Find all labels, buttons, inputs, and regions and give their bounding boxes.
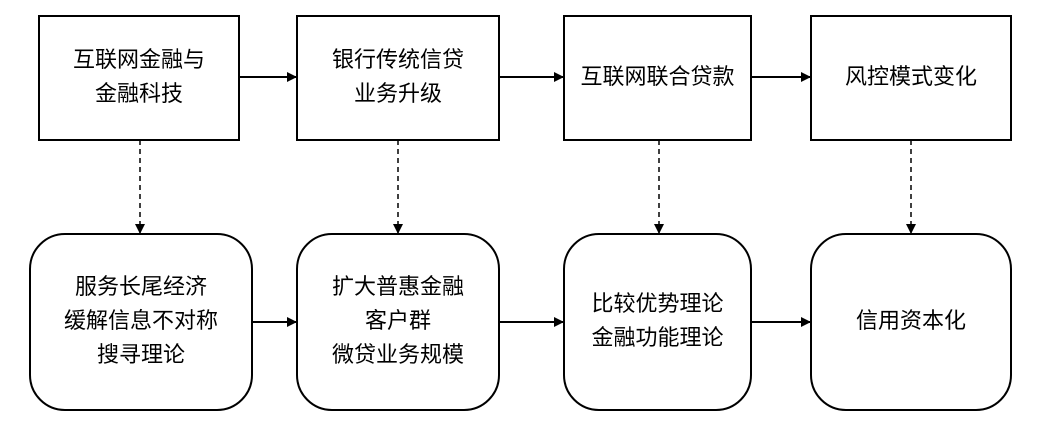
box-joint-loans: 互联网联合贷款 <box>563 15 752 141</box>
pill-inclusive-finance: 扩大普惠金融 客户群 微贷业务规模 <box>296 233 500 411</box>
box-joint-loans-line-1: 互联网联合贷款 <box>580 65 735 90</box>
box-bank-credit-upgrade-line-1: 银行传统信贷 <box>331 48 464 73</box>
pill-long-tail-economy-line-3: 搜寻理论 <box>96 343 185 368</box>
pill-long-tail-economy-line-2: 缓解信息不对称 <box>63 309 218 334</box>
box-internet-finance: 互联网金融与 金融科技 <box>38 15 240 141</box>
box-internet-finance-line-2: 金融科技 <box>94 82 183 107</box>
box-risk-control-change-line-1: 风控模式变化 <box>844 65 977 90</box>
pill-inclusive-finance-line-2: 客户群 <box>364 309 431 334</box>
pill-credit-capitalization-line-1: 信用资本化 <box>855 309 966 334</box>
box-risk-control-change: 风控模式变化 <box>810 15 1012 141</box>
box-internet-finance-line-1: 互联网金融与 <box>72 48 205 73</box>
pill-inclusive-finance-line-1: 扩大普惠金融 <box>331 275 464 300</box>
pill-long-tail-economy-line-1: 服务长尾经济 <box>74 275 207 300</box>
box-bank-credit-upgrade: 银行传统信贷 业务升级 <box>296 15 500 141</box>
box-bank-credit-upgrade-line-2: 业务升级 <box>353 82 442 107</box>
pill-inclusive-finance-line-3: 微贷业务规模 <box>331 343 464 368</box>
pill-comparative-advantage-line-1: 比较优势理论 <box>591 292 724 317</box>
pill-comparative-advantage: 比较优势理论 金融功能理论 <box>563 233 752 411</box>
pill-long-tail-economy: 服务长尾经济 缓解信息不对称 搜寻理论 <box>29 233 253 411</box>
pill-credit-capitalization: 信用资本化 <box>810 233 1012 411</box>
pill-comparative-advantage-line-2: 金融功能理论 <box>591 326 724 351</box>
